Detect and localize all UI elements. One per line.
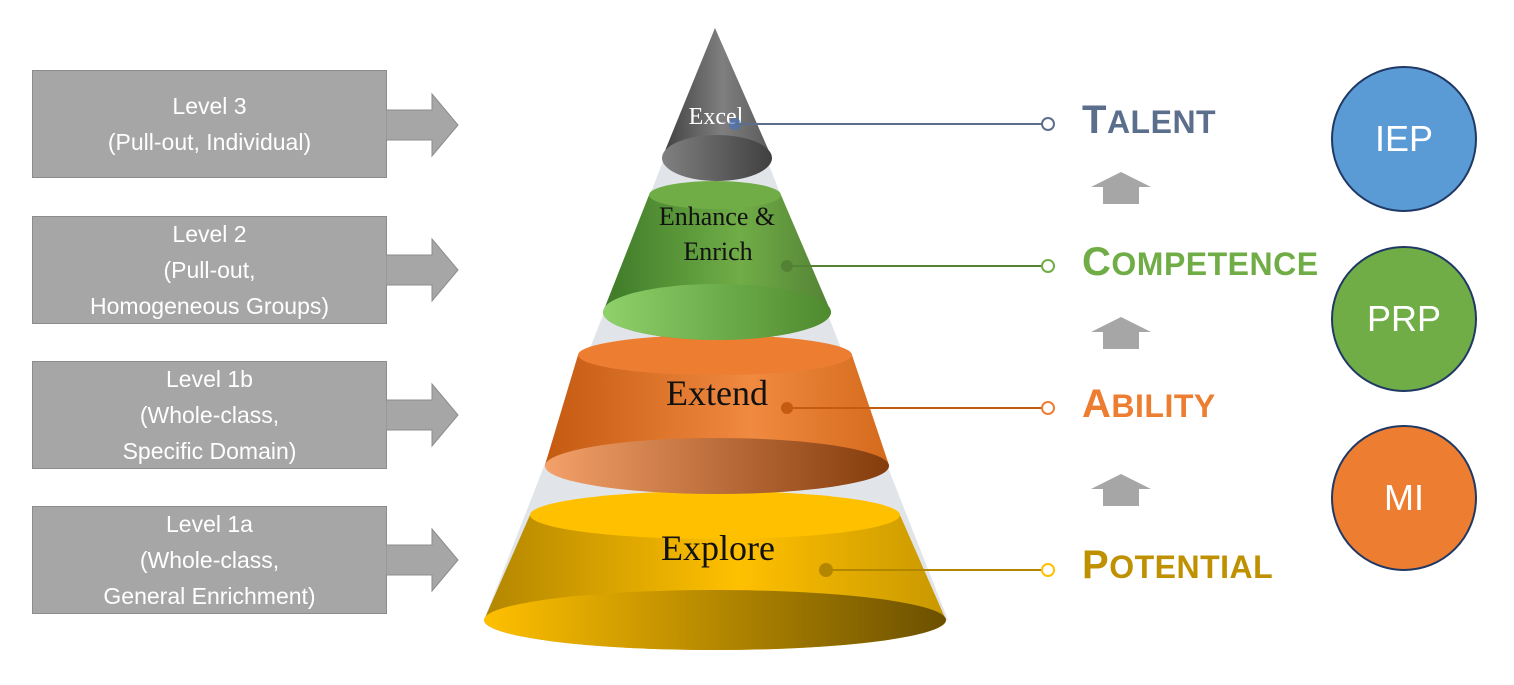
extend-base	[545, 438, 889, 494]
tier-potential-rest: OTENTIAL	[1109, 549, 1274, 585]
level-3-arrow-icon	[386, 92, 459, 158]
iep-label: IEP	[1374, 118, 1434, 159]
level-1a-box: Level 1a (Whole-class, General Enrichmen…	[32, 506, 387, 614]
tier-competence: COMPETENCE	[1082, 240, 1319, 285]
enhance-top	[649, 181, 781, 209]
level-2-title: Level 2	[172, 221, 247, 247]
tier-potential: POTENTIAL	[1082, 543, 1273, 588]
level-3-desc: (Pull-out, Individual)	[107, 129, 312, 155]
tier-potential-cap: P	[1082, 543, 1110, 587]
enhance-label-line1: Enhance &	[659, 202, 775, 231]
level-1b-box: Level 1b (Whole-class, Specific Domain)	[32, 361, 387, 469]
tier-talent-rest: ALENT	[1106, 104, 1217, 140]
mi-circle: MI	[1331, 425, 1477, 571]
ability-node	[1041, 401, 1055, 415]
level-1a-desc-line1: (Whole-class,	[139, 547, 280, 573]
up-arrow-icon	[1091, 474, 1151, 506]
level-1b-desc-line1: (Whole-class,	[139, 402, 280, 428]
tier-talent-cap: T	[1082, 98, 1107, 142]
tier-competence-rest: OMPETENCE	[1111, 246, 1319, 282]
mi-label: MI	[1384, 477, 1424, 518]
level-2-desc-line2: Homogeneous Groups)	[89, 293, 330, 319]
talent-node	[1041, 117, 1055, 131]
level-1a-arrow-icon	[386, 527, 459, 593]
level-1a-desc-line2: General Enrichment)	[103, 583, 316, 609]
iep-circle: IEP	[1331, 66, 1477, 212]
enhance-label-line2: Enrich	[683, 237, 752, 266]
level-2-desc-line1: (Pull-out,	[163, 257, 256, 283]
explore-base	[484, 590, 946, 650]
level-1a-title: Level 1a	[166, 511, 253, 537]
enhance-base	[603, 284, 831, 340]
potential-node	[1041, 563, 1055, 577]
prp-circle: PRP	[1331, 246, 1477, 392]
extend-label: Extend	[666, 373, 768, 413]
up-arrow-icon	[1091, 317, 1151, 349]
excel-base	[662, 135, 772, 181]
level-1b-arrow-icon	[386, 382, 459, 448]
tier-ability-rest: BILITY	[1111, 388, 1216, 424]
extend-top	[578, 335, 852, 375]
competence-node	[1041, 259, 1055, 273]
tier-competence-cap: C	[1082, 240, 1112, 284]
up-arrow-icon	[1091, 172, 1151, 204]
tier-ability-cap: A	[1082, 382, 1112, 426]
level-2-box: Level 2 (Pull-out, Homogeneous Groups)	[32, 216, 387, 324]
level-3-box: Level 3 (Pull-out, Individual)	[32, 70, 387, 178]
level-2-arrow-icon	[386, 237, 459, 303]
tier-ability: ABILITY	[1082, 382, 1216, 427]
level-1b-desc-line2: Specific Domain)	[122, 438, 297, 464]
explore-label: Explore	[661, 528, 775, 568]
prp-label: PRP	[1366, 298, 1442, 339]
level-1b-title: Level 1b	[166, 366, 253, 392]
level-3-title: Level 3	[172, 93, 247, 119]
tier-talent: TALENT	[1082, 98, 1216, 143]
explore-top	[530, 491, 900, 539]
